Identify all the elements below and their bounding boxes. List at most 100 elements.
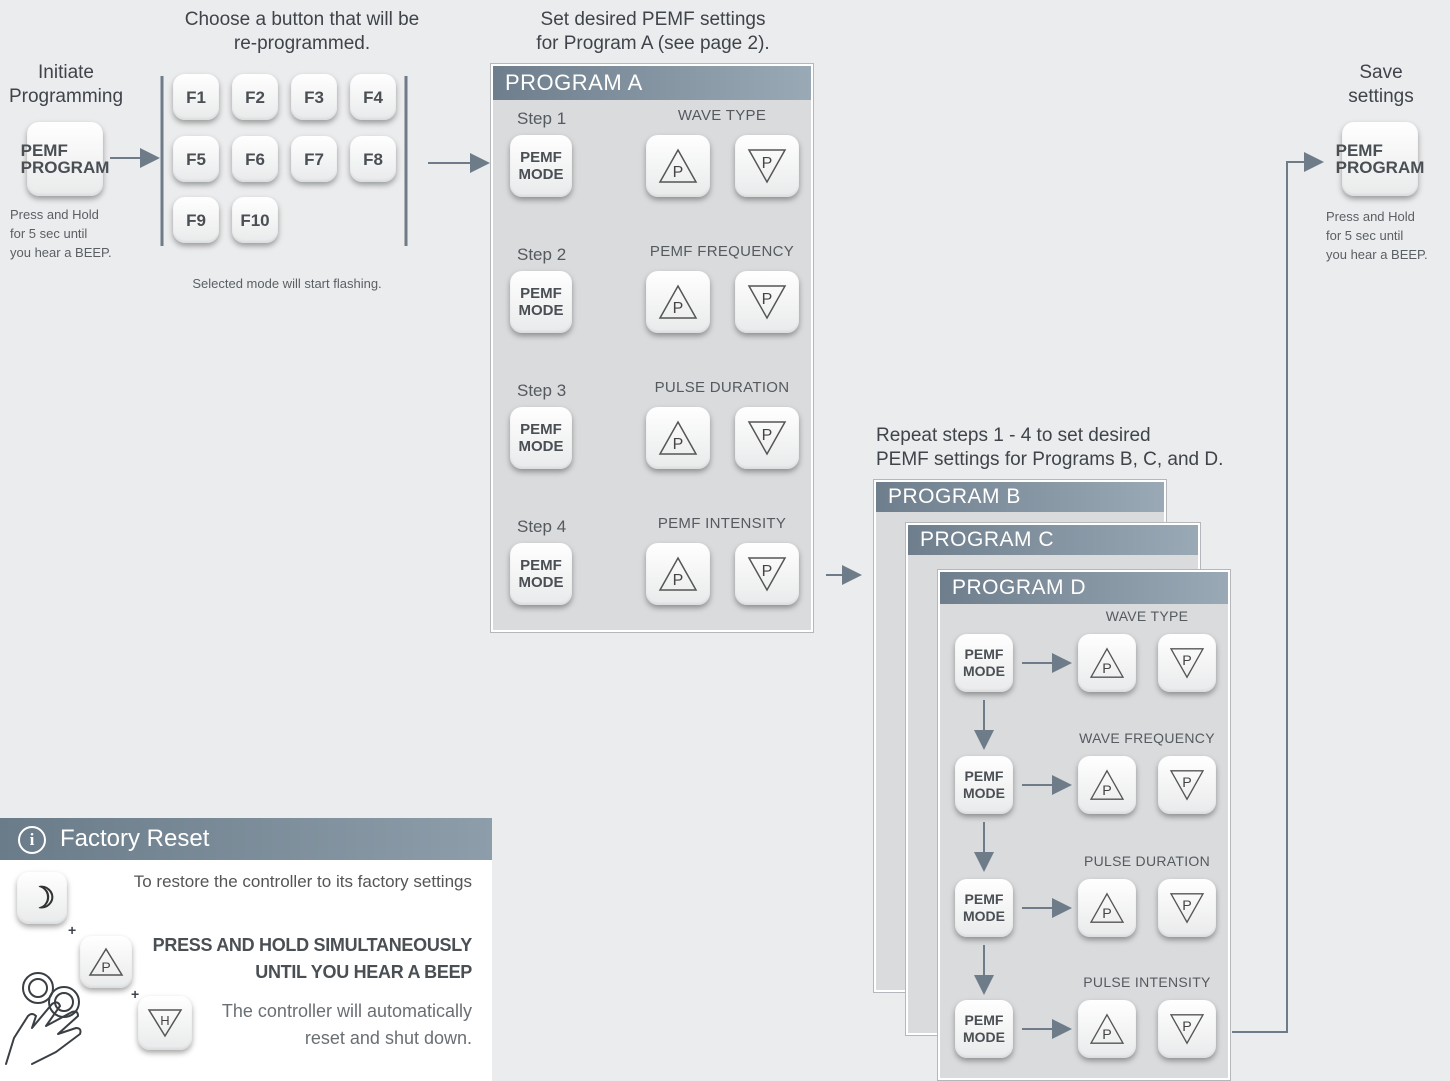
p-down-button[interactable]: P	[735, 135, 799, 197]
function-key-label: F1	[186, 87, 206, 107]
function-key-f6[interactable]: F6	[232, 136, 278, 182]
pemf-mode-button[interactable]: PEMF MODE	[955, 1000, 1013, 1058]
p-up-button[interactable]: P	[646, 543, 710, 605]
pemf-mode-button[interactable]: PEMF MODE	[955, 634, 1013, 692]
function-key-f10[interactable]: F10	[232, 197, 278, 243]
function-key-f3[interactable]: F3	[291, 74, 337, 120]
arrow-program-d-to-save	[1232, 152, 1324, 1033]
factory-reset-header: i Factory Reset	[0, 818, 492, 860]
p-down-button[interactable]: P	[1158, 634, 1216, 692]
triangle-up-p-icon: P	[658, 556, 698, 591]
function-key-f2[interactable]: F2	[232, 74, 278, 120]
triangle-up-p-icon: P	[658, 284, 698, 319]
p-up-button[interactable]: P	[1078, 879, 1136, 937]
function-key-f9[interactable]: F9	[173, 197, 219, 243]
function-key-label: F2	[245, 87, 265, 107]
function-key-f8[interactable]: F8	[350, 136, 396, 182]
p-up-button[interactable]: P	[646, 407, 710, 469]
pemf-mode-button[interactable]: PEMF MODE	[510, 543, 572, 605]
p-up-button[interactable]: P	[1078, 756, 1136, 814]
plus-sign-2: +	[131, 986, 140, 1002]
h-glyph: H	[160, 1013, 169, 1028]
triangle-up-p-icon: P	[1089, 647, 1125, 678]
step-parameter: WAVE FREQUENCY	[1079, 730, 1215, 746]
step-parameter: PULSE INTENSITY	[1083, 974, 1211, 990]
function-key-label: F6	[245, 149, 265, 169]
pemf-mode-label: PEMF MODE	[963, 768, 1005, 801]
save-note: Press and Hold for 5 sec until you hear …	[1326, 209, 1428, 262]
triangle-up-p-icon: P	[658, 420, 698, 455]
step-label: Step 3	[517, 381, 567, 400]
moon-button[interactable]: ☽	[17, 872, 67, 924]
pemf-mode-button[interactable]: PEMF MODE	[510, 135, 572, 197]
step-parameter: PEMF INTENSITY	[657, 515, 787, 532]
function-key-f5[interactable]: F5	[173, 136, 219, 182]
press-hold-text: PRESS AND HOLD SIMULTANEOUSLY UNTIL YOU …	[152, 935, 473, 982]
pemf-mode-label: PEMF MODE	[963, 1012, 1005, 1045]
pemf-mode-label: PEMF MODE	[963, 646, 1005, 679]
step-label: Step 2	[517, 245, 567, 264]
factory-p-button[interactable]: P	[80, 936, 132, 988]
pemf-program-label-save: PEMF PROGRAM	[1335, 141, 1425, 177]
function-key-f4[interactable]: F4	[350, 74, 396, 120]
triangle-down-p-icon: P	[747, 149, 787, 184]
triangle-up-p-icon: P	[658, 148, 698, 183]
p-glyph: P	[1182, 898, 1191, 914]
pemf-mode-button[interactable]: PEMF MODE	[510, 271, 572, 333]
p-up-button[interactable]: P	[1078, 634, 1136, 692]
repeat-caption: Repeat steps 1 - 4 to set desired PEMF s…	[876, 425, 1224, 470]
triangle-up-p-icon: P	[1089, 1013, 1125, 1044]
p-up-button[interactable]: P	[1078, 1000, 1136, 1058]
function-key-f1[interactable]: F1	[173, 74, 219, 120]
info-icon: i	[18, 826, 46, 854]
triangle-down-p-icon: P	[1169, 770, 1205, 801]
choose-title: Choose a button that will be re-programm…	[184, 9, 420, 54]
moon-icon: ☽	[28, 881, 56, 915]
p-glyph: P	[762, 427, 773, 444]
pemf-mode-label: PEMF MODE	[518, 421, 564, 455]
p-glyph: P	[1182, 775, 1191, 791]
triangle-up-p-icon: P	[88, 947, 124, 976]
p-glyph: P	[1102, 1027, 1111, 1043]
factory-reset-restore-text: To restore the controller to its factory…	[133, 872, 472, 891]
factory-h-button[interactable]: H	[138, 996, 192, 1050]
function-key-f7[interactable]: F7	[291, 136, 337, 182]
p-glyph: P	[1182, 1019, 1191, 1035]
p-glyph: P	[1102, 906, 1111, 922]
step-label: Step 1	[517, 109, 567, 128]
p-glyph: P	[762, 155, 773, 172]
p-down-button[interactable]: P	[1158, 756, 1216, 814]
triangle-down-h-icon: H	[147, 1009, 183, 1038]
pemf-mode-button[interactable]: PEMF MODE	[955, 756, 1013, 814]
step-parameter: PEMF FREQUENCY	[649, 243, 795, 260]
program-a-caption: Set desired PEMF settings for Program A …	[536, 9, 770, 54]
p-glyph: P	[101, 959, 110, 975]
triangle-down-p-icon: P	[1169, 1014, 1205, 1045]
pemf-program-button-save[interactable]: PEMF PROGRAM	[1336, 122, 1424, 196]
program-a-header: PROGRAM A	[493, 66, 811, 100]
pemf-mode-button[interactable]: PEMF MODE	[955, 879, 1013, 937]
initiate-note: Press and Hold for 5 sec until you hear …	[10, 207, 112, 260]
p-down-button[interactable]: P	[735, 407, 799, 469]
function-key-label: F7	[304, 149, 324, 169]
function-key-label: F5	[186, 149, 206, 169]
p-down-button[interactable]: P	[735, 543, 799, 605]
p-down-button[interactable]: P	[1158, 879, 1216, 937]
pemf-mode-label: PEMF MODE	[518, 285, 564, 319]
p-down-button[interactable]: P	[735, 271, 799, 333]
program-d-header: PROGRAM D	[940, 572, 1228, 604]
triangle-down-p-icon: P	[747, 285, 787, 320]
p-glyph: P	[673, 300, 684, 317]
pemf-mode-button[interactable]: PEMF MODE	[510, 407, 572, 469]
triangle-down-p-icon: P	[747, 557, 787, 592]
p-glyph: P	[1102, 783, 1111, 799]
p-up-button[interactable]: P	[646, 135, 710, 197]
p-down-button[interactable]: P	[1158, 1000, 1216, 1058]
pemf-mode-label: PEMF MODE	[518, 149, 564, 183]
p-up-button[interactable]: P	[646, 271, 710, 333]
pemf-program-button-initiate[interactable]: PEMF PROGRAM	[21, 122, 109, 196]
p-glyph: P	[673, 572, 684, 589]
p-glyph: P	[762, 291, 773, 308]
pemf-mode-label: PEMF MODE	[963, 891, 1005, 924]
p-glyph: P	[673, 164, 684, 181]
